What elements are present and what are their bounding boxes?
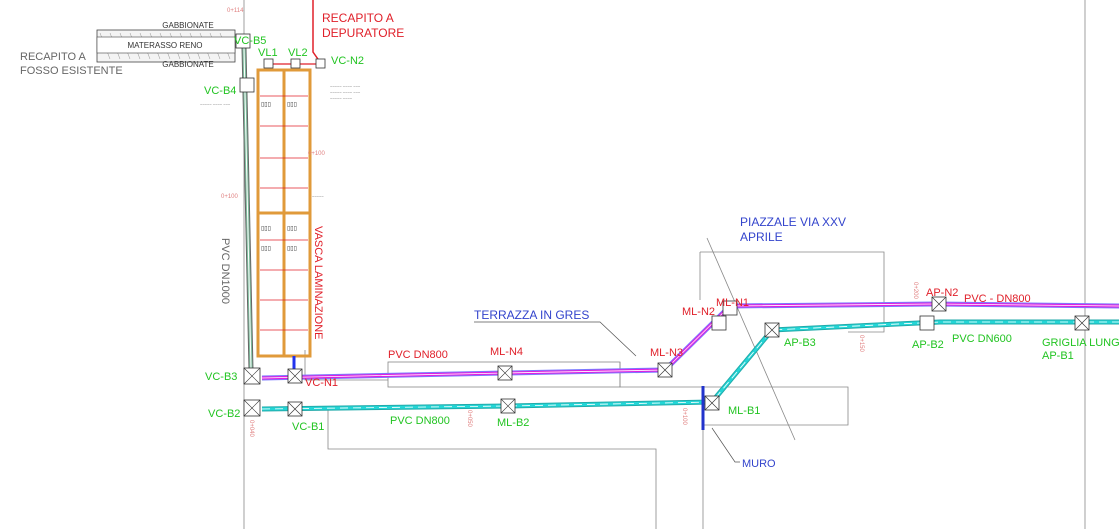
label-piazzale-2: APRILE xyxy=(740,230,783,244)
label-griglia-ap-b1: AP-B1 xyxy=(1042,350,1074,362)
label-vasca-laminazione: VASCA LAMINAZIONE xyxy=(312,226,324,340)
node-ap-b3: AP-B3 xyxy=(784,337,816,349)
svg-text:~~~~~ ~~~~: ~~~~~ ~~~~ xyxy=(330,96,353,101)
magenta-n-network xyxy=(261,301,1119,381)
label-muro: MURO xyxy=(742,458,776,470)
label-recapito-fosso-2: FOSSO ESISTENTE xyxy=(20,65,123,77)
svg-text:0+100: 0+100 xyxy=(308,151,326,157)
node-ml-b2: ML-B2 xyxy=(497,417,529,429)
svg-text:0+050: 0+050 xyxy=(466,410,472,428)
node-vc-b1: VC-B1 xyxy=(292,421,324,433)
svg-text:0+114: 0+114 xyxy=(227,8,244,14)
svg-text:▯▯▯: ▯▯▯ xyxy=(287,226,297,232)
node-ml-n3: ML-N3 xyxy=(650,347,683,359)
node-ml-n4: ML-N4 xyxy=(490,346,523,358)
label-pvc-dn600: PVC DN600 xyxy=(952,333,1012,345)
pvc-dn1000-pipe xyxy=(241,47,254,371)
svg-text:~~~~~ ~~~~ ~~~: ~~~~~ ~~~~ ~~~ xyxy=(330,84,361,89)
gabbionate-channel: GABBIONATE MATERASSO RENO GABBIONATE xyxy=(96,21,236,69)
label-gabbionate-bottom: GABBIONATE xyxy=(162,60,213,69)
label-piazzale-1: PIAZZALE VIA XXV xyxy=(740,215,846,229)
svg-text:0+150: 0+150 xyxy=(858,335,864,353)
node-ap-n2: AP-N2 xyxy=(926,287,958,299)
manhole-vc-b4 xyxy=(239,77,255,93)
label-recapito-depuratore-1: RECAPITO A xyxy=(322,11,394,25)
cyan-b-network xyxy=(261,319,1119,412)
svg-text:▯▯▯: ▯▯▯ xyxy=(261,226,271,232)
node-ml-n2: ML-N2 xyxy=(682,306,715,318)
label-pvc-dn1000: PVC DN1000 xyxy=(219,238,231,304)
node-ml-b1: ML-B1 xyxy=(728,405,760,417)
terrazza-leader xyxy=(474,321,637,357)
svg-text:~~~~~: ~~~~~ xyxy=(312,194,324,199)
svg-text:▯▯▯: ▯▯▯ xyxy=(261,102,271,108)
svg-text:0+200: 0+200 xyxy=(912,282,918,300)
label-gabbionate-top: GABBIONATE xyxy=(162,21,213,30)
svg-text:▯▯▯: ▯▯▯ xyxy=(261,246,271,252)
manhole-ap-b2 xyxy=(919,315,935,331)
label-pvc-dn800-ap: PVC - DN800 xyxy=(964,293,1031,305)
label-griglia-lunga: GRIGLIA LUNGA xyxy=(1042,337,1119,349)
node-vc-b5: VC-B5 xyxy=(234,35,266,47)
building-outlines xyxy=(243,0,1086,529)
manhole-vc-n2 xyxy=(315,58,326,69)
svg-text:0+100: 0+100 xyxy=(221,194,239,200)
svg-text:▯▯▯: ▯▯▯ xyxy=(287,246,297,252)
manhole-crosses xyxy=(243,296,1090,417)
manhole-ml-n2 xyxy=(711,315,727,331)
svg-text:~~~~~ ~~~~ ~~~: ~~~~~ ~~~~ ~~~ xyxy=(200,102,231,107)
red-outlet-pipe xyxy=(312,0,321,63)
node-vc-b4: VC-B4 xyxy=(204,85,236,97)
manhole-vl1 xyxy=(263,58,274,69)
node-ap-b2: AP-B2 xyxy=(912,339,944,351)
label-pvc-dn800-magenta: PVC DN800 xyxy=(388,349,448,361)
node-vc-n2: VC-N2 xyxy=(331,55,364,67)
label-pvc-dn800-cyan: PVC DN800 xyxy=(390,415,450,427)
svg-text:▯▯▯: ▯▯▯ xyxy=(287,102,297,108)
manhole-vl2 xyxy=(290,58,301,69)
svg-text:0+100: 0+100 xyxy=(681,408,687,426)
label-recapito-fosso-1: RECAPITO A xyxy=(20,51,86,63)
label-recapito-depuratore-2: DEPURATORE xyxy=(322,26,404,40)
node-ml-n1: ML-N1 xyxy=(716,297,749,309)
node-vc-b2: VC-B2 xyxy=(208,408,240,420)
label-terrazza-in-gres: TERRAZZA IN GRES xyxy=(474,308,589,322)
node-vl1: VL1 xyxy=(258,47,278,59)
node-vl2: VL2 xyxy=(288,47,308,59)
manhole-vc-b5 xyxy=(235,33,251,49)
label-materasso-reno: MATERASSO RENO xyxy=(128,41,203,50)
node-vc-n1: VC-N1 xyxy=(305,377,338,389)
node-vc-b3: VC-B3 xyxy=(205,371,237,383)
manhole-ml-n1 xyxy=(722,300,738,316)
vasca-laminazione-tank: ▯▯▯ ▯▯▯ ▯▯▯ ▯▯▯ ▯▯▯ ▯▯▯ xyxy=(256,68,312,358)
muro-leader xyxy=(711,427,740,463)
svg-text:~~~~~ ~~~~ ~~~: ~~~~~ ~~~~ ~~~ xyxy=(330,90,361,95)
svg-text:0+040: 0+040 xyxy=(248,420,254,438)
